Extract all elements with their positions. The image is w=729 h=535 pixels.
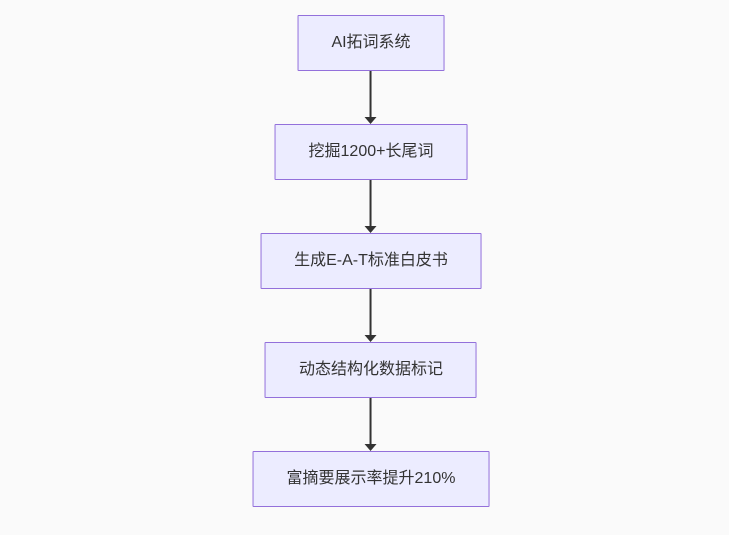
flow-node-eat-whitepaper: 生成E-A-T标准白皮书 <box>260 233 482 289</box>
flow-arrow-2 <box>365 180 377 233</box>
arrow-down-icon <box>365 335 377 342</box>
flow-node-longtail-mining: 挖掘1200+长尾词 <box>274 124 468 180</box>
arrow-line <box>370 289 372 335</box>
flowchart: AI拓词系统 挖掘1200+长尾词 生成E-A-T标准白皮书 动态结构化数据标记 <box>252 15 490 507</box>
flow-node-rich-snippet-rate: 富摘要展示率提升210% <box>252 451 490 507</box>
arrow-line <box>370 71 372 117</box>
flow-arrow-3 <box>365 289 377 342</box>
arrow-down-icon <box>365 226 377 233</box>
flow-node-structured-data-markup: 动态结构化数据标记 <box>264 342 477 398</box>
flow-node-label: AI拓词系统 <box>331 34 411 51</box>
flow-node-label: 生成E-A-T标准白皮书 <box>294 252 448 269</box>
flow-node-label: 富摘要展示率提升210% <box>286 470 456 487</box>
flow-node-label: 挖掘1200+长尾词 <box>308 143 434 160</box>
flow-arrow-1 <box>365 71 377 124</box>
flow-arrow-4 <box>365 398 377 451</box>
flow-node-ai-expansion-system: AI拓词系统 <box>297 15 445 71</box>
arrow-down-icon <box>365 444 377 451</box>
arrow-down-icon <box>365 117 377 124</box>
flow-node-label: 动态结构化数据标记 <box>298 361 443 378</box>
arrow-line <box>370 398 372 444</box>
arrow-line <box>370 180 372 226</box>
